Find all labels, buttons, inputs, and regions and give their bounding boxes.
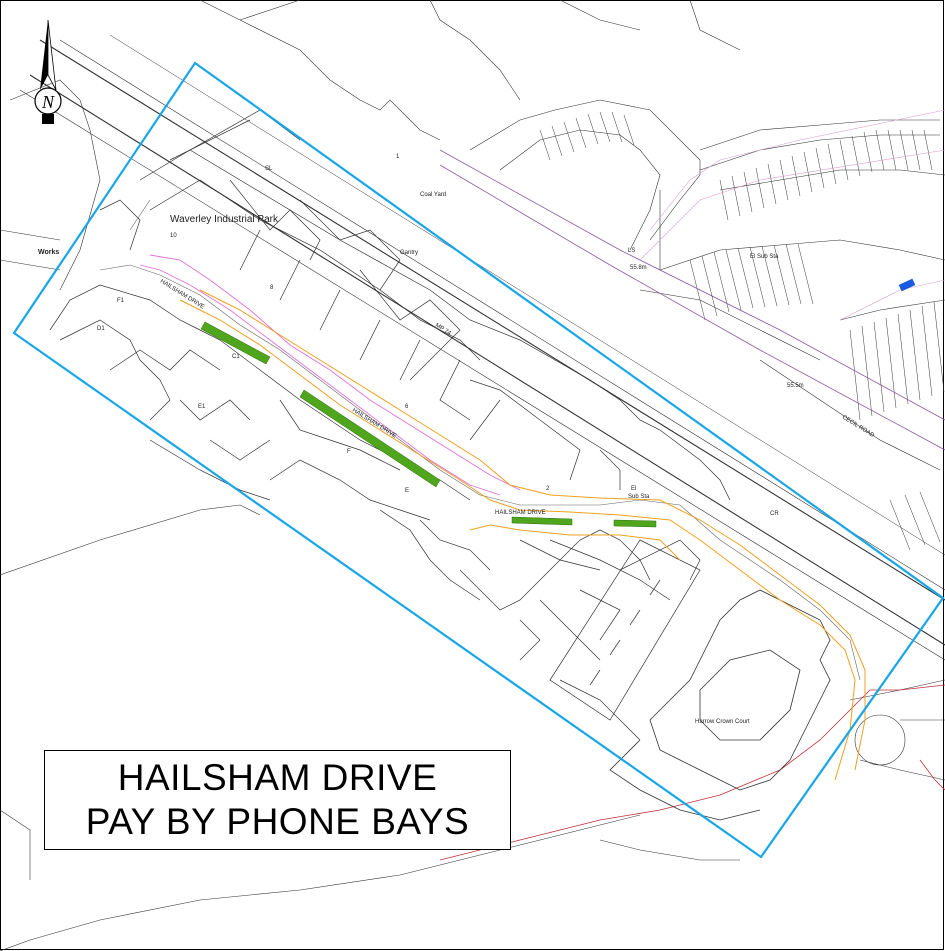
bay-1[interactable] bbox=[200, 321, 271, 365]
restriction-line bbox=[139, 264, 501, 496]
title-line-1: HAILSHAM DRIVE bbox=[117, 757, 438, 798]
label-unit-10: 10 bbox=[170, 233, 177, 239]
label-hailsham-drive-3: HAILSHAM DRIVE bbox=[495, 510, 546, 516]
label-ls: LS bbox=[628, 248, 635, 254]
background-outlines bbox=[0, 0, 741, 291]
railway-lines bbox=[19, 34, 945, 661]
label-waverley-industrial-park: Waverley Industrial Park bbox=[170, 214, 279, 225]
housing-terraces bbox=[469, 99, 945, 471]
title-line-2: PAY BY PHONE BAYS bbox=[85, 801, 470, 842]
parking-bays bbox=[200, 321, 657, 528]
label-unit-c1: C1 bbox=[232, 354, 240, 360]
label-unit-f: F bbox=[347, 449, 351, 455]
map-title-box: HAILSHAM DRIVE PAY BY PHONE BAYS bbox=[44, 750, 511, 850]
label-unit-6: 6 bbox=[405, 404, 409, 410]
label-unit-8: 8 bbox=[270, 285, 274, 291]
label-unit-e1: E1 bbox=[198, 404, 206, 410]
harrow-crown-court-building bbox=[609, 589, 831, 821]
site-roads bbox=[99, 199, 861, 681]
cecil-road bbox=[439, 109, 945, 451]
bay-3[interactable] bbox=[511, 516, 573, 526]
label-unit-e: E bbox=[405, 488, 409, 494]
blue-marker bbox=[898, 278, 916, 292]
label-level-558: 55.8m bbox=[630, 265, 647, 271]
road-edge-lines bbox=[179, 289, 866, 781]
north-letter: N bbox=[41, 92, 55, 112]
label-unit-2: 2 bbox=[546, 486, 550, 492]
label-coal-yard: Coal Yard bbox=[420, 192, 446, 198]
label-level-555: 55.5m bbox=[787, 383, 804, 389]
terrace-plots bbox=[539, 111, 945, 551]
label-unit-1: 1 bbox=[396, 154, 400, 160]
label-gantry: Gantry bbox=[400, 250, 418, 256]
label-harrow-crown-court: Harrow Crown Court bbox=[695, 719, 750, 725]
label-unit-d1: D1 bbox=[97, 326, 105, 332]
north-arrow bbox=[34, 19, 62, 124]
label-el-sub-sta-top: El Sub Sta bbox=[750, 254, 779, 260]
label-cr: CR bbox=[770, 511, 779, 517]
site-boundary bbox=[12, 61, 945, 859]
label-works: Works bbox=[38, 249, 59, 256]
car-park bbox=[549, 539, 701, 721]
label-sl: SL bbox=[265, 166, 273, 172]
bay-2[interactable] bbox=[299, 389, 441, 488]
label-el-lower: El bbox=[631, 486, 636, 492]
label-unit-f1: F1 bbox=[117, 298, 125, 304]
industrial-buildings bbox=[99, 109, 731, 501]
bay-4[interactable] bbox=[613, 519, 657, 528]
label-sub-sta-lower: Sub Sta bbox=[628, 494, 650, 500]
